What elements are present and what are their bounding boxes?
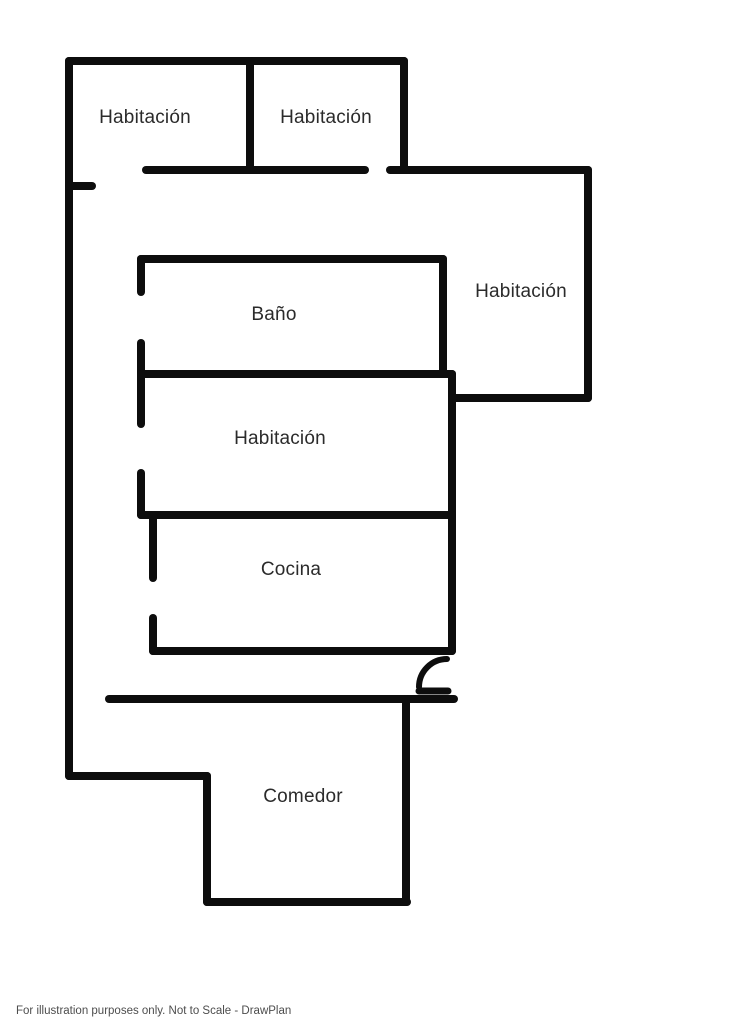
room-label-habitacion-right: Habitación [475, 281, 567, 302]
room-label-habitacion-top-right: Habitación [280, 107, 372, 128]
room-label-habitacion-top-left: Habitación [99, 107, 191, 128]
disclaimer-text: For illustration purposes only. Not to S… [16, 1005, 292, 1017]
door-swing [415, 656, 452, 695]
room-label-habitacion-middle: Habitación [234, 428, 326, 449]
room-label-bano: Baño [251, 304, 297, 325]
room-label-comedor: Comedor [263, 786, 343, 807]
room-label-cocina: Cocina [260, 559, 322, 580]
door-swing-arc-icon [416, 656, 450, 690]
